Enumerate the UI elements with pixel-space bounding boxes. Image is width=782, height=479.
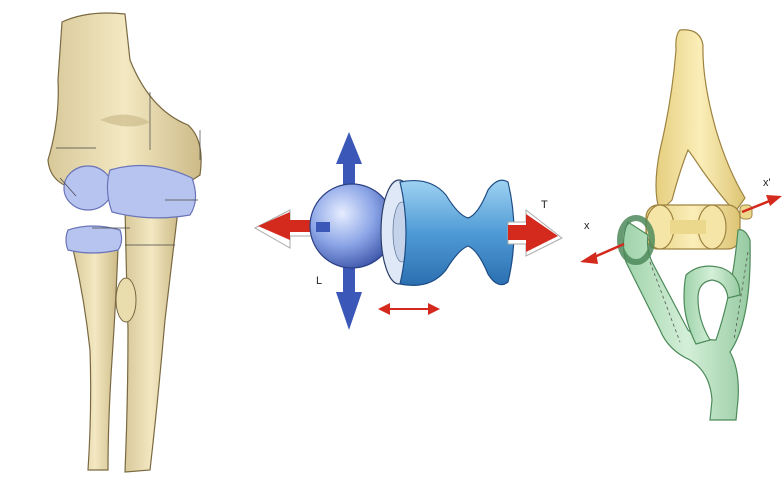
ulna-model xyxy=(656,30,745,212)
humerus-bone xyxy=(48,13,201,190)
radius-bone xyxy=(72,243,118,470)
spool-trochlea xyxy=(400,180,514,285)
mechanical-joint-model: L T xyxy=(255,132,562,330)
capitulum xyxy=(64,166,112,210)
trochlea xyxy=(107,166,195,218)
horizontal-double-arrow xyxy=(378,303,440,315)
label-T: T xyxy=(541,199,548,211)
functional-joint-model: x x' xyxy=(580,30,782,420)
label-x-prime: x' xyxy=(763,177,771,189)
right-red-arrow xyxy=(508,210,562,256)
label-L: L xyxy=(316,275,322,287)
anatomical-elbow-illustration xyxy=(48,13,201,472)
ulna-bone xyxy=(125,203,178,472)
axis-arrow-x-prime xyxy=(742,195,782,212)
radial-head xyxy=(66,226,122,253)
axis-arrow-x xyxy=(580,244,624,264)
label-x: x xyxy=(584,220,590,232)
